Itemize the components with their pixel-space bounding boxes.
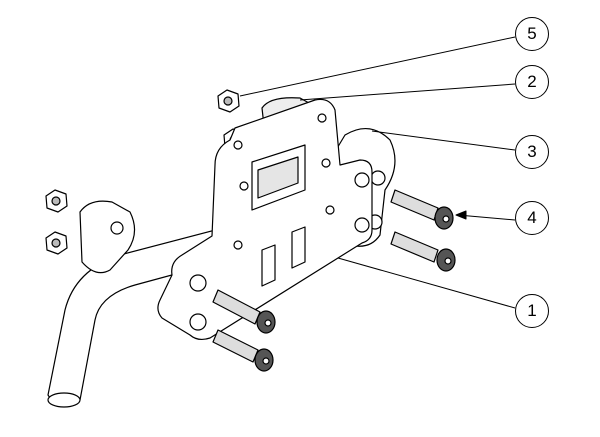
- balloon-4: 4: [515, 201, 549, 235]
- mount-plate-part-1: [157, 98, 373, 341]
- leader-lines: [239, 36, 516, 309]
- balloon-5: 5: [515, 17, 549, 51]
- left-clamp: [79, 200, 136, 274]
- balloon-label: 2: [527, 72, 537, 91]
- screws-part-4: [212, 189, 456, 372]
- balloon-label: 3: [527, 142, 537, 161]
- balloon-3: 3: [515, 135, 549, 169]
- balloon-1: 1: [515, 294, 549, 328]
- left-nuts: [45, 189, 68, 255]
- balloon-2: 2: [515, 65, 549, 99]
- balloon-label: 1: [527, 301, 537, 320]
- balloon-label: 4: [527, 208, 537, 227]
- balloon-label: 5: [527, 24, 537, 43]
